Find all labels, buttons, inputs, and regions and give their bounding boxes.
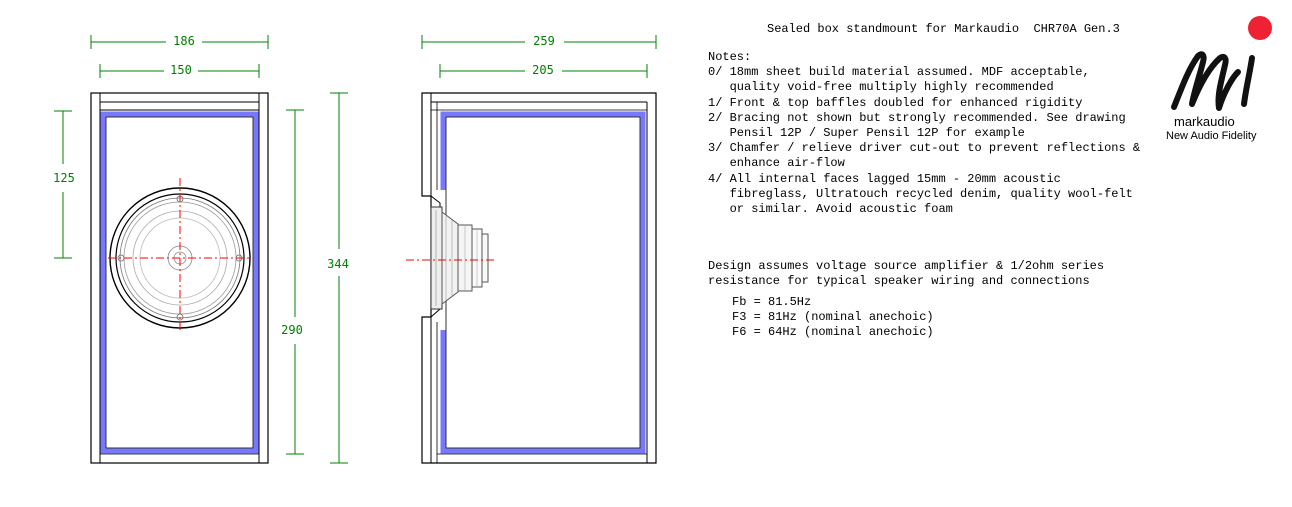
dim-front-inner-width: 150 (170, 63, 192, 77)
notes-line: 0/ 18mm sheet build material assumed. MD… (708, 65, 1090, 80)
dim-side-inner-depth: 205 (532, 63, 554, 77)
notes-line: 1/ Front & top baffles doubled for enhan… (708, 95, 1083, 110)
front-inner-cavity (105, 116, 254, 449)
dim-front-outer-width: 186 (173, 34, 195, 48)
logo-red-dot (1248, 16, 1272, 40)
notes-line: fibreglass, Ultratouch recycled denim, q… (708, 186, 1133, 201)
notes-line: 3/ Chamfer / relieve driver cut-out to p… (708, 141, 1141, 156)
notes-line: enhance air-flow (708, 156, 845, 171)
design-line: Design assumes voltage source amplifier … (708, 259, 1105, 273)
side-driver (430, 206, 489, 310)
notes-line: Notes: (708, 50, 752, 64)
dim-side-outer-height: 344 (327, 257, 349, 271)
side-view: 259 205 344 290 (281, 34, 657, 464)
notes-line: 2/ Bracing not shown but strongly recomm… (708, 110, 1126, 125)
notes-line: or similar. Avoid acoustic foam (708, 202, 953, 217)
notes-line: Pensil 12P / Super Pensil 12P for exampl… (708, 126, 1025, 141)
notes-line: 4/ All internal faces lagged 15mm - 20mm… (708, 171, 1061, 186)
frequencies-line: F3 = 81Hz (nominal anechoic) (732, 310, 934, 325)
frequencies-line: Fb = 81.5Hz (732, 295, 812, 309)
logo-brand-name: markaudio (1174, 114, 1235, 129)
frequencies-line: F6 = 64Hz (nominal anechoic) (732, 325, 934, 340)
logo-script-m (1171, 51, 1241, 111)
markaudio-logo (1171, 16, 1272, 111)
logo-script-i (1241, 55, 1255, 107)
dim-driver-height: 125 (53, 171, 75, 185)
dim-side-outer-depth: 259 (533, 34, 555, 48)
dim-side-inner-height: 290 (281, 323, 303, 337)
front-inner-lining (100, 111, 259, 454)
notes-block: Notes:0/ 18mm sheet build material assum… (708, 50, 1140, 217)
front-outer-outline (90, 92, 269, 464)
logo-tagline: New Audio Fidelity (1166, 130, 1257, 142)
side-outer-outline (421, 92, 657, 464)
drawing-title: Sealed box standmount for Markaudio CHR7… (767, 22, 1120, 36)
notes-line: quality void-free multiply highly recomm… (708, 80, 1054, 95)
design-line: resistance for typical speaker wiring an… (708, 274, 1090, 289)
front-view: 186 150 125 (53, 34, 269, 464)
side-inner-lining (440, 111, 646, 454)
design-block: Design assumes voltage source amplifier … (708, 259, 1104, 289)
